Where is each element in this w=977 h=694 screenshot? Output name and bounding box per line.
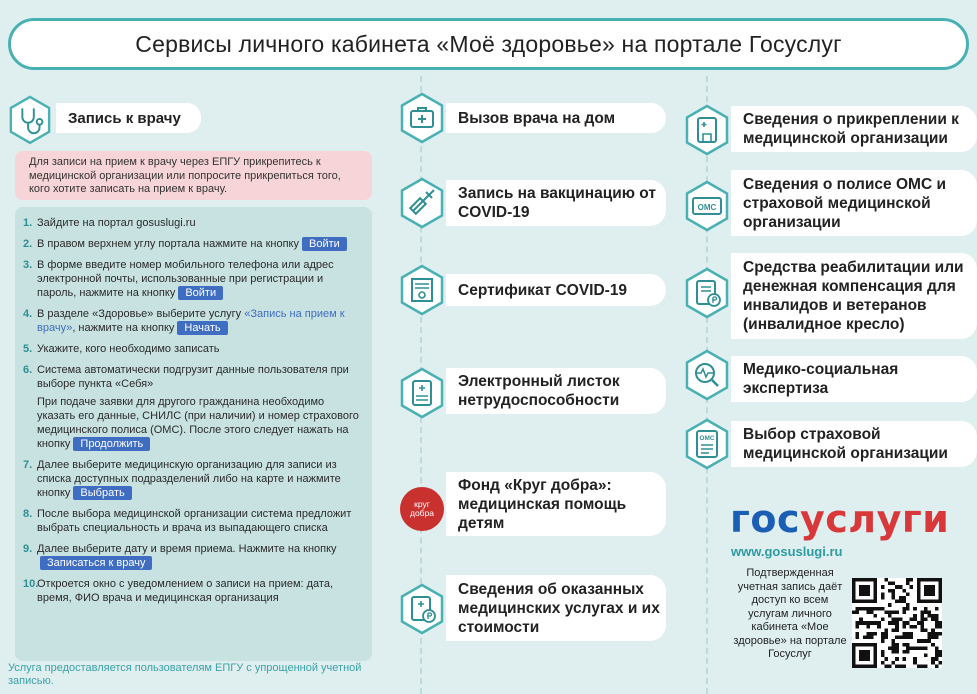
medical-case-icon (399, 92, 445, 144)
service-medical-social-expertise[interactable]: Медико-социальная экспертиза (731, 356, 977, 402)
step-1: 1. Зайдите на портал gosuslugi.ru (23, 217, 196, 229)
appointment-notice: Для записи на прием к врачу через ЕПГУ п… (15, 151, 372, 200)
compensation-icon (684, 267, 730, 319)
step-9: 9. Далее выберите дату и время приема. Н… (23, 543, 337, 570)
svg-text:ОМС: ОМС (699, 435, 714, 442)
page-title: Сервисы личного кабинета «Моё здоровье» … (135, 30, 842, 57)
invoice-icon (399, 583, 445, 635)
appointment-title: Запись к врачу (56, 103, 201, 133)
step-2: 2. В правом верхнем углу портала нажмите… (23, 237, 364, 251)
gosuslugi-logo: госуслуги (730, 497, 950, 541)
service-sick-leave[interactable]: Электронный листок нетрудоспособности (446, 368, 666, 414)
service-medical-services-info[interactable]: Сведения об оказанных медицинских услуга… (446, 575, 666, 641)
oms-card-icon: ОМС (684, 180, 730, 232)
appointment-service-link[interactable]: «Запись на прием к врачу» (37, 308, 345, 334)
start-button[interactable]: Начать (177, 321, 228, 335)
login-submit-button[interactable]: Войти (178, 286, 224, 300)
step-10: 10. Откроется окно с уведомлением о запи… (23, 578, 334, 604)
gosuslugi-url[interactable]: www.gosuslugi.ru (731, 544, 843, 559)
qr-code-icon[interactable] (852, 578, 942, 668)
oms-document-icon: ОМС (684, 418, 730, 470)
service-oms-policy[interactable]: Сведения о полисе ОМС и страховой медици… (731, 170, 977, 236)
page-header: Сервисы личного кабинета «Моё здоровье» … (8, 18, 969, 70)
syringe-icon (399, 177, 445, 229)
service-home-doctor[interactable]: Вызов врача на дом (446, 103, 666, 133)
hospital-document-icon (684, 104, 730, 156)
appointment-steps: 1. Зайдите на портал gosuslugi.ru 2. В п… (15, 207, 372, 661)
service-krug-dobra[interactable]: Фонд «Круг добра»: медицинская помощь де… (446, 472, 666, 536)
service-rehabilitation[interactable]: Средства реабилитации или денежная компе… (731, 253, 977, 339)
book-appointment-button[interactable]: Записаться к врачу (40, 556, 153, 570)
service-attachment-info[interactable]: Сведения о прикреплении к медицинской ор… (731, 106, 977, 152)
service-covid-vaccination[interactable]: Запись на вакцинацию от COVID-19 (446, 180, 666, 226)
continue-button[interactable]: Продолжить (73, 437, 151, 451)
magnifier-pulse-icon (684, 349, 730, 401)
footnote: Услуга предоставляется пользователям ЕПГ… (8, 662, 362, 687)
step-6: 6. Система автоматически подгрузит данны… (23, 364, 359, 451)
confirm-account-text: Подтвержденная учетная запись даёт досту… (733, 567, 847, 660)
service-insurance-choice[interactable]: Выбор страховой медицинской организации (731, 421, 977, 467)
sick-leave-icon (399, 367, 445, 419)
service-covid-certificate[interactable]: Сертификат COVID-19 (446, 274, 666, 306)
select-button[interactable]: Выбрать (73, 486, 132, 500)
step-7: 7. Далее выберите медицинскую организаци… (23, 459, 341, 500)
step-5: 5. Укажите, кого необходимо записать (23, 343, 220, 355)
step-4: 4. В разделе «Здоровье» выберите услугу … (23, 308, 345, 335)
certificate-icon (399, 264, 445, 316)
svg-text:ОМС: ОМС (698, 203, 717, 212)
step-8: 8. После выбора медицинской организации … (23, 508, 352, 534)
stethoscope-icon (8, 95, 52, 145)
login-button[interactable]: Войти (302, 237, 347, 251)
step-3: 3. В форме введите номер мобильного теле… (23, 259, 334, 300)
